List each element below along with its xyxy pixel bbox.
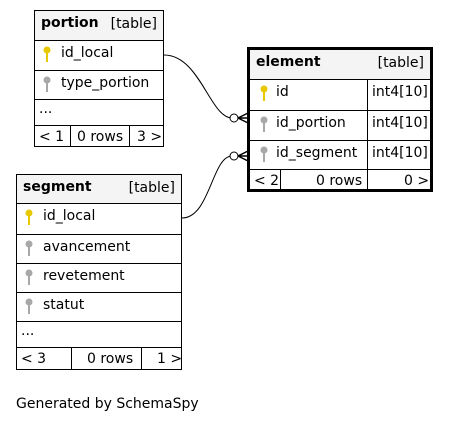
parents-count[interactable]: < 3	[21, 351, 47, 367]
table-segment[interactable]: segment [table] id_local avancement reve…	[16, 174, 182, 370]
column-key-icon	[25, 240, 33, 256]
divider	[280, 170, 281, 189]
column-row[interactable]: id_local	[17, 203, 181, 234]
divider	[71, 348, 72, 369]
table-name: segment	[23, 179, 92, 195]
table-header: portion [table]	[35, 11, 163, 40]
row-count: 0 rows	[87, 351, 134, 367]
edge-portion-element-crowfoot	[237, 112, 249, 124]
column-name: type_portion	[61, 75, 150, 91]
table-kind: [table]	[377, 55, 424, 71]
table-header: element [table]	[250, 50, 430, 79]
table-name: element	[256, 54, 321, 70]
more-columns-row: ...	[17, 321, 181, 347]
column-type: int4[10]	[372, 115, 428, 131]
column-row[interactable]: id_portion int4[10]	[250, 110, 430, 140]
column-key-icon	[25, 298, 33, 314]
column-type: int4[10]	[372, 84, 428, 100]
divider	[141, 348, 142, 369]
primary-key-icon	[25, 209, 33, 225]
children-count[interactable]: 3 >	[137, 129, 163, 145]
table-kind: [table]	[128, 180, 175, 196]
edge-segment-element-optional-marker	[229, 151, 239, 161]
column-key-icon	[260, 146, 268, 162]
divider	[367, 80, 368, 110]
row-count: 0 rows	[77, 129, 124, 145]
column-key-icon	[43, 76, 51, 92]
column-key-icon	[25, 269, 33, 285]
column-row[interactable]: type_portion	[35, 70, 163, 99]
edge-segment-element	[181, 155, 233, 219]
column-row[interactable]: id int4[10]	[250, 79, 430, 110]
parents-count[interactable]: < 2	[254, 173, 280, 189]
children-count[interactable]: 1 >	[157, 351, 183, 367]
table-header: segment [table]	[17, 175, 181, 203]
column-name: revetement	[43, 268, 125, 284]
generated-by-note: Generated by SchemaSpy	[16, 396, 199, 412]
column-row[interactable]: id_segment int4[10]	[250, 140, 430, 169]
children-count[interactable]: 0 >	[404, 173, 430, 189]
column-key-icon	[260, 116, 268, 132]
table-footer: < 2 0 rows 0 >	[250, 169, 430, 189]
divider	[70, 126, 71, 146]
column-row[interactable]: statut	[17, 292, 181, 321]
divider	[367, 170, 368, 189]
more-columns-row: ...	[35, 99, 163, 125]
table-portion[interactable]: portion [table] id_local type_portion ..…	[34, 10, 164, 147]
column-name: id_local	[61, 45, 114, 61]
column-name: id_segment	[276, 145, 358, 161]
column-name: statut	[43, 297, 85, 313]
more-columns-ellipsis: ...	[21, 323, 35, 339]
column-row[interactable]: id_local	[35, 40, 163, 70]
column-name: id_portion	[276, 115, 346, 131]
divider	[129, 126, 130, 146]
table-name: portion	[41, 15, 99, 31]
parents-count[interactable]: < 1	[39, 129, 65, 145]
column-row[interactable]: avancement	[17, 234, 181, 263]
column-name: avancement	[43, 239, 131, 255]
column-type: int4[10]	[372, 145, 428, 161]
row-count: 0 rows	[316, 173, 363, 189]
column-row[interactable]: revetement	[17, 263, 181, 292]
column-name: id_local	[43, 208, 96, 224]
edge-portion-element-optional-marker	[229, 113, 239, 123]
primary-key-icon	[43, 46, 51, 62]
divider	[367, 141, 368, 169]
table-footer: < 3 0 rows 1 >	[17, 347, 183, 369]
divider	[367, 111, 368, 140]
edge-portion-element	[163, 54, 233, 119]
more-columns-ellipsis: ...	[39, 101, 53, 117]
table-footer: < 1 0 rows 3 >	[35, 125, 163, 146]
primary-key-icon	[260, 85, 268, 101]
table-element[interactable]: element [table] id int4[10] id_portion i…	[247, 47, 433, 192]
table-kind: [table]	[110, 16, 157, 32]
column-name: id	[276, 84, 289, 100]
edge-segment-element-crowfoot	[237, 150, 249, 162]
